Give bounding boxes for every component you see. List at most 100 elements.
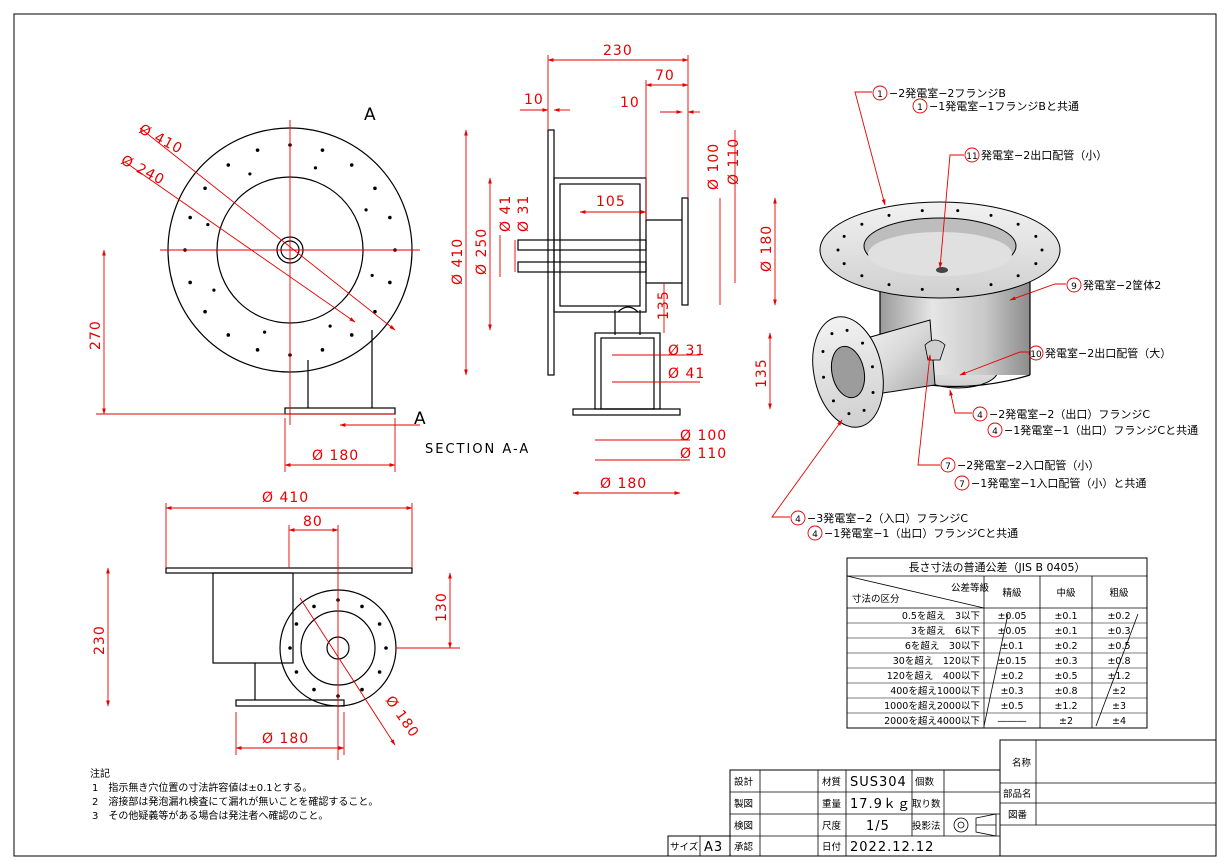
bolt-hole bbox=[384, 646, 388, 650]
label-check: 検図 bbox=[734, 820, 753, 832]
bolt-hole bbox=[255, 148, 260, 152]
callout-number: 10 bbox=[1030, 350, 1042, 360]
dim-dia-31-section: Ø 31 bbox=[516, 195, 532, 232]
bolt-hole bbox=[349, 163, 354, 167]
bolt-hole bbox=[1016, 274, 1020, 278]
dim-dia-410-bottom: Ø 410 bbox=[262, 490, 309, 506]
dim-270-front: 270 bbox=[88, 320, 104, 350]
bolt-hole bbox=[861, 341, 865, 345]
bolt-hole bbox=[212, 288, 216, 292]
table-cell-coarse: ±1.2 bbox=[1107, 671, 1130, 682]
table-cell-coarse: ±4 bbox=[1112, 716, 1126, 727]
callout-label: 発電室−2出口配管（大） bbox=[1045, 346, 1171, 360]
dim-dia-180-section-bottom: Ø 180 bbox=[600, 476, 647, 492]
label-projection: 投影法 bbox=[912, 820, 941, 832]
dim-dia-240-front: Ø 240 bbox=[118, 152, 167, 188]
table-cell-medium: ±0.5 bbox=[1054, 671, 1077, 682]
bolt-hole bbox=[373, 309, 377, 314]
callout-number-circle bbox=[912, 98, 928, 114]
table-cell-range: 120を超え 400以下 bbox=[887, 670, 980, 682]
bolt-hole bbox=[842, 262, 846, 266]
value-size: A3 bbox=[704, 840, 723, 855]
dim-105-section: 105 bbox=[596, 194, 626, 210]
bolt-hole bbox=[847, 412, 851, 416]
callout-label: −3発電室−2（入口）フランジC bbox=[807, 511, 968, 525]
table-cell-fine: ±0.5 bbox=[1000, 701, 1023, 712]
table-cell-fine: ±0.05 bbox=[997, 626, 1026, 637]
bolt-hole bbox=[377, 670, 382, 674]
dim-dia-410-section: Ø 410 bbox=[450, 238, 466, 285]
section-view: 230 70 10 10 Ø 100 Ø 110 Ø 41 Ø 31 105 Ø… bbox=[425, 43, 777, 495]
bolt-hole bbox=[831, 399, 835, 403]
dim-230-bottom: 230 bbox=[92, 625, 108, 655]
tolerance-header-coarse: 粗級 bbox=[1109, 587, 1129, 599]
callout-label: 発電室−2出口配管（小） bbox=[981, 148, 1107, 162]
bolt-hole bbox=[226, 163, 231, 167]
callout-number: 4 bbox=[812, 530, 818, 540]
bolt-hole bbox=[388, 215, 392, 220]
dim-10-right: 10 bbox=[620, 95, 640, 111]
flange-bolt-holes bbox=[183, 143, 397, 357]
callout-label: 発電室−2筐体2 bbox=[1083, 278, 1161, 292]
bolt-hole bbox=[920, 287, 924, 291]
table-cell-medium: ±0.3 bbox=[1054, 656, 1077, 667]
callout-number-circle bbox=[954, 475, 970, 491]
value-date: 2022.12.12 bbox=[850, 840, 934, 855]
callout-number: 7 bbox=[945, 462, 951, 472]
bolt-hole bbox=[255, 348, 260, 352]
bolt-hole bbox=[312, 687, 316, 692]
bolt-hole bbox=[373, 186, 377, 191]
table-cell-range: 400を超え1000以下 bbox=[890, 685, 980, 697]
callout-number-circle bbox=[940, 457, 956, 473]
dim-10-left: 10 bbox=[524, 92, 544, 108]
bolt-hole bbox=[377, 622, 382, 626]
notes: 注記 1 指示無き穴位置の寸法許容値は±0.1とする。 2 溶接部は発泡漏れ検査… bbox=[90, 767, 378, 822]
dim-dia-410-front: Ø 410 bbox=[136, 121, 185, 157]
bolt-hole bbox=[956, 209, 960, 213]
table-cell-coarse: ±3 bbox=[1112, 701, 1126, 712]
callout-label: −1発電室−1入口配管（小）と共通 bbox=[971, 476, 1146, 490]
bolt-hole bbox=[349, 333, 354, 337]
label-size: サイズ bbox=[670, 841, 699, 853]
value-scale: 1/5 bbox=[866, 819, 890, 834]
bolt-hole bbox=[328, 324, 332, 328]
label-drawing-no: 図番 bbox=[1008, 809, 1028, 821]
dim-dia-41-bottom: Ø 41 bbox=[668, 366, 705, 382]
table-cell-range: 30を超え 120以下 bbox=[893, 655, 980, 667]
table-cell-fine: ±0.05 bbox=[997, 611, 1026, 622]
callout-label: −1発電室−1フランジBと共通 bbox=[929, 99, 1079, 113]
callout-number: 1 bbox=[917, 103, 923, 113]
bolt-hole bbox=[1034, 234, 1038, 238]
table-cell-coarse: ±0.5 bbox=[1107, 641, 1130, 652]
bolt-hole bbox=[288, 646, 292, 650]
label-weight: 重量 bbox=[822, 798, 842, 810]
callout-number: 9 bbox=[1071, 282, 1077, 292]
section-marker-bottom: A bbox=[414, 409, 426, 429]
callout-label: −2発電室−2フランジB bbox=[889, 86, 1006, 100]
label-scale: 尺度 bbox=[822, 820, 842, 832]
bolt-hole bbox=[248, 172, 252, 176]
bolt-hole bbox=[188, 215, 192, 220]
front-view: Ø 410 Ø 240 270 Ø 180 A A bbox=[88, 105, 426, 472]
bolt-hole bbox=[388, 280, 392, 285]
callout-label: −1発電室−1（出口）フランジCと共通 bbox=[824, 526, 1018, 540]
bolt-hole bbox=[1016, 222, 1020, 226]
dim-135-a: 135 bbox=[656, 290, 672, 320]
bolt-hole bbox=[206, 222, 210, 227]
bolt-hole bbox=[871, 391, 875, 395]
bolt-hole bbox=[320, 148, 325, 152]
iso-bolt-holes bbox=[821, 209, 1044, 416]
table-cell-medium: ±0.2 bbox=[1054, 641, 1077, 652]
bolt-hole bbox=[320, 348, 325, 352]
dim-dia-250-section: Ø 250 bbox=[474, 228, 490, 275]
callout-number-circle bbox=[1066, 277, 1082, 293]
bottom-view: Ø 410 80 230 130 Ø 180 Ø 180 bbox=[92, 490, 460, 760]
bolt-hole bbox=[822, 375, 826, 379]
bolt-hole bbox=[360, 687, 364, 692]
table-cell-coarse: ±0.2 bbox=[1107, 611, 1130, 622]
tolerance-corner-bottom: 寸法の区分 bbox=[852, 593, 900, 605]
callout-number-circle bbox=[790, 510, 806, 526]
table-cell-coarse: ±0.8 bbox=[1107, 656, 1130, 667]
bolt-hole bbox=[294, 622, 299, 626]
